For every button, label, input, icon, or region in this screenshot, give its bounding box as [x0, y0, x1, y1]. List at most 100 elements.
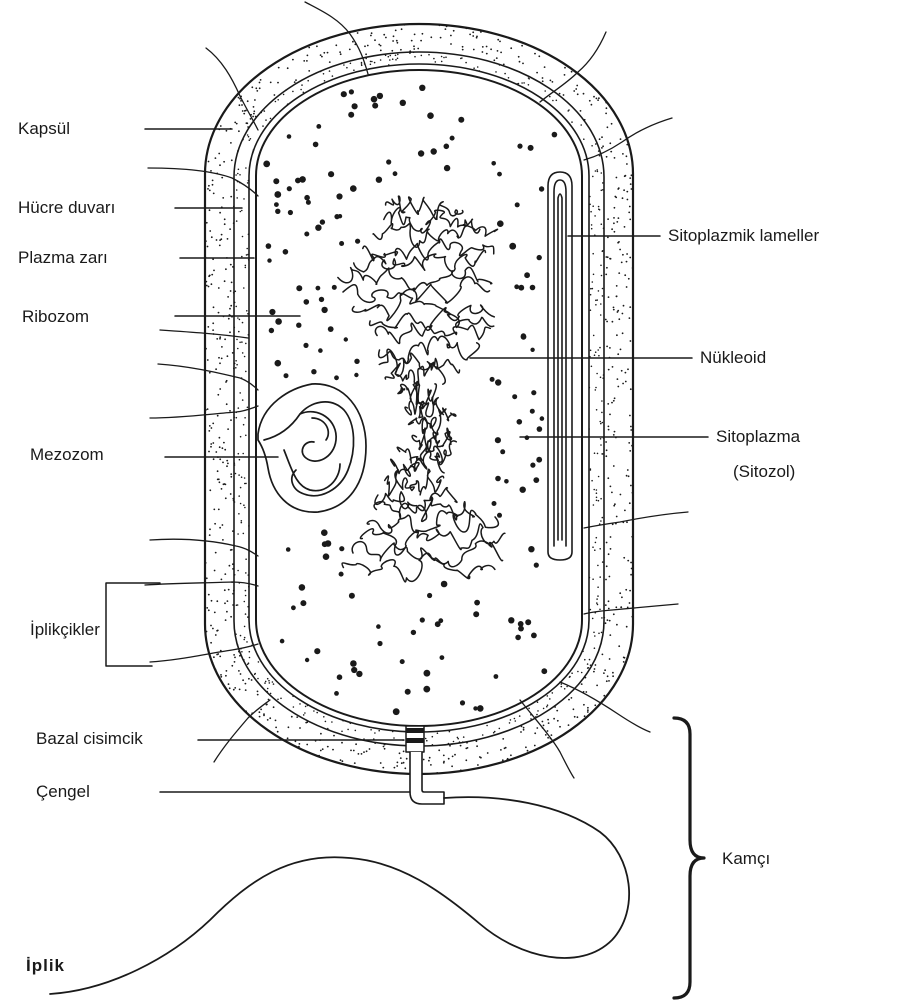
texture-dot: [569, 676, 571, 678]
texture-dot: [592, 281, 594, 283]
texture-dot: [240, 436, 242, 438]
texture-dot: [546, 706, 548, 708]
texture-dot: [593, 632, 595, 634]
ribosome: [400, 100, 406, 106]
nucleoid-strand: [386, 196, 463, 219]
texture-dot: [596, 169, 598, 171]
texture-dot: [211, 236, 213, 238]
texture-dot: [510, 47, 512, 49]
texture-dot: [364, 45, 366, 47]
ribosome: [305, 658, 309, 662]
texture-dot: [248, 586, 250, 588]
ribosome: [536, 457, 542, 463]
texture-dot: [592, 618, 594, 620]
texture-dot: [224, 223, 226, 225]
texture-dot: [299, 703, 301, 705]
texture-dot: [208, 286, 210, 288]
ribosome: [280, 639, 285, 644]
texture-dot: [211, 600, 213, 602]
ribosome: [350, 185, 357, 192]
texture-dot: [428, 760, 430, 762]
ribosome: [319, 297, 324, 302]
texture-dot: [503, 64, 505, 66]
texture-dot: [246, 641, 248, 643]
texture-dot: [352, 41, 354, 43]
texture-dot: [207, 359, 209, 361]
texture-dot: [617, 311, 619, 313]
texture-dot: [238, 169, 240, 171]
texture-dot: [247, 616, 249, 618]
texture-dot: [626, 521, 628, 523]
ribosome: [296, 323, 301, 328]
texture-dot: [239, 342, 241, 344]
texture-dot: [535, 716, 537, 718]
ribosome: [393, 171, 398, 176]
texture-dot: [327, 746, 329, 748]
texture-dot: [248, 662, 250, 664]
texture-dot: [629, 177, 631, 179]
texture-dot: [433, 58, 435, 60]
texture-dot: [248, 525, 250, 527]
texture-dot: [620, 606, 622, 608]
texture-dot: [230, 473, 232, 475]
texture-dot: [378, 44, 380, 46]
texture-dot: [235, 367, 237, 369]
texture-dot: [241, 256, 243, 258]
texture-dot: [537, 701, 539, 703]
texture-dot: [232, 604, 234, 606]
texture-dot: [596, 98, 598, 100]
ribosome: [531, 390, 536, 395]
texture-dot: [247, 134, 249, 136]
texture-dot: [571, 71, 573, 73]
texture-dot: [599, 347, 601, 349]
texture-dot: [600, 265, 602, 267]
texture-dot: [631, 536, 633, 538]
ribosome: [423, 686, 430, 693]
texture-dot: [559, 726, 561, 728]
texture-dot: [608, 369, 610, 371]
texture-dot: [602, 182, 604, 184]
texture-dot: [630, 388, 632, 390]
texture-dot: [610, 536, 612, 538]
texture-dot: [598, 290, 600, 292]
texture-dot: [247, 313, 249, 315]
texture-dot: [453, 741, 455, 743]
texture-dot: [577, 671, 579, 673]
texture-dot: [602, 250, 604, 252]
filament: [50, 797, 629, 994]
texture-dot: [226, 465, 228, 467]
texture-dot: [450, 43, 452, 45]
texture-dot: [245, 710, 247, 712]
texture-dot: [384, 744, 386, 746]
ribosome: [355, 239, 360, 244]
texture-dot: [410, 52, 412, 54]
texture-dot: [291, 716, 293, 718]
texture-dot: [432, 744, 434, 746]
texture-dot: [241, 651, 243, 653]
texture-dot: [262, 125, 264, 127]
texture-dot: [510, 719, 512, 721]
texture-dot: [216, 600, 218, 602]
texture-dot: [430, 764, 432, 766]
texture-dot: [207, 408, 209, 410]
hook: [410, 752, 444, 804]
texture-dot: [564, 74, 566, 76]
texture-dot: [495, 71, 497, 73]
texture-dot: [591, 366, 593, 368]
texture-dot: [322, 748, 324, 750]
texture-dot: [584, 659, 586, 661]
texture-dot: [600, 444, 602, 446]
texture-dot: [234, 687, 236, 689]
texture-dot: [221, 346, 223, 348]
texture-dot: [443, 755, 445, 757]
texture-dot: [332, 75, 334, 77]
texture-dot: [590, 350, 592, 352]
texture-dot: [587, 709, 589, 711]
texture-dot: [519, 61, 521, 63]
ribosome: [460, 700, 465, 705]
texture-dot: [629, 502, 631, 504]
texture-dot: [612, 672, 614, 674]
texture-dot: [245, 572, 247, 574]
texture-dot: [597, 586, 599, 588]
texture-dot: [497, 39, 499, 41]
